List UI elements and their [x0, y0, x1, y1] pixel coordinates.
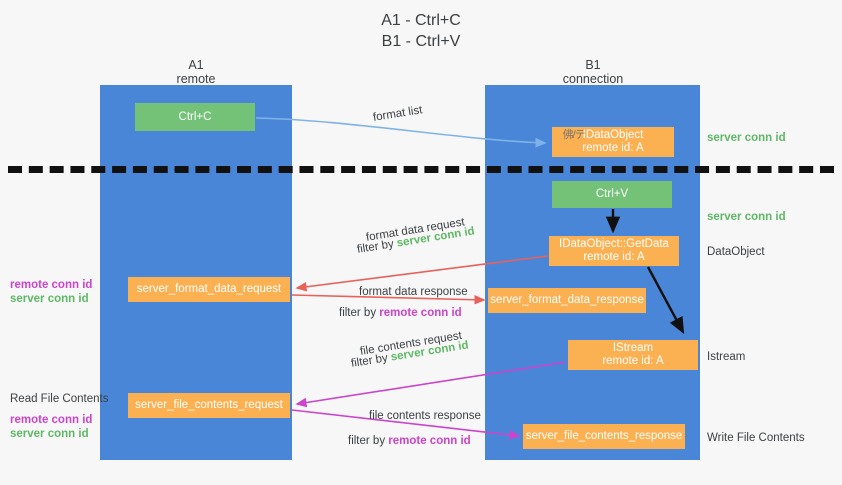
node-istream[interactable]: IStream remote id: A: [568, 340, 698, 370]
arrow-format-list: [255, 117, 547, 148]
title-line-2: B1 - Ctrl+V: [381, 33, 461, 50]
node-server-file-contents-response[interactable]: server_file_contents_response: [523, 424, 685, 449]
node-istream-title: IStream: [612, 342, 654, 354]
node-getdata[interactable]: IDataObject::GetData remote id: A: [549, 236, 679, 266]
node-server-file-contents-request[interactable]: server_file_contents_request: [128, 393, 290, 418]
node-istream-subtitle: remote id: A: [602, 355, 664, 367]
dashed-divider: [8, 166, 834, 173]
node-server-format-data-response-label: server_format_data_response: [490, 294, 644, 306]
column-b1-role: connection: [562, 72, 624, 86]
column-header-b1: B1 connection: [512, 58, 674, 86]
arrow-file-contents-response: [291, 409, 521, 440]
column-a1-name: A1: [188, 58, 204, 72]
node-idataobject[interactable]: 佛/テ IDataObject remote id: A: [552, 127, 674, 157]
node-ctrl-v[interactable]: Ctrl+V: [552, 181, 672, 208]
node-server-file-contents-response-label: server_file_contents_response: [525, 430, 683, 442]
column-a1-role: remote: [176, 72, 216, 86]
arrow-file-contents-request: [295, 361, 567, 408]
node-idataobject-subtitle: remote id: A: [582, 142, 644, 154]
node-ctrl-c-label: Ctrl+C: [178, 110, 212, 123]
diagram-title: A1 - Ctrl+C B1 - Ctrl+V: [0, 10, 842, 52]
arrow-format-data-request: [295, 255, 549, 292]
overlap-glyph-artifact: 佛/テ: [562, 129, 586, 141]
column-header-a1: A1 remote: [115, 58, 277, 86]
node-idataobject-label: 佛/テ IDataObject: [563, 129, 644, 142]
node-server-format-data-response[interactable]: server_format_data_response: [488, 288, 646, 313]
title-line-1: A1 - Ctrl+C: [381, 12, 461, 29]
node-getdata-title: IDataObject::GetData: [559, 238, 669, 250]
node-server-format-data-request[interactable]: server_format_data_request: [128, 277, 290, 302]
node-server-format-data-request-label: server_format_data_request: [136, 283, 282, 295]
column-b1-name: B1: [585, 58, 601, 72]
arrow-getdata-to-istream: [646, 266, 685, 335]
node-ctrl-v-label: Ctrl+V: [595, 188, 629, 200]
node-idataobject-title: IDataObject: [582, 129, 644, 141]
node-ctrl-c[interactable]: Ctrl+C: [135, 103, 255, 131]
node-server-file-contents-request-label: server_file_contents_request: [135, 399, 283, 411]
node-getdata-subtitle: remote id: A: [583, 251, 645, 263]
arrow-format-data-response: [291, 294, 486, 305]
